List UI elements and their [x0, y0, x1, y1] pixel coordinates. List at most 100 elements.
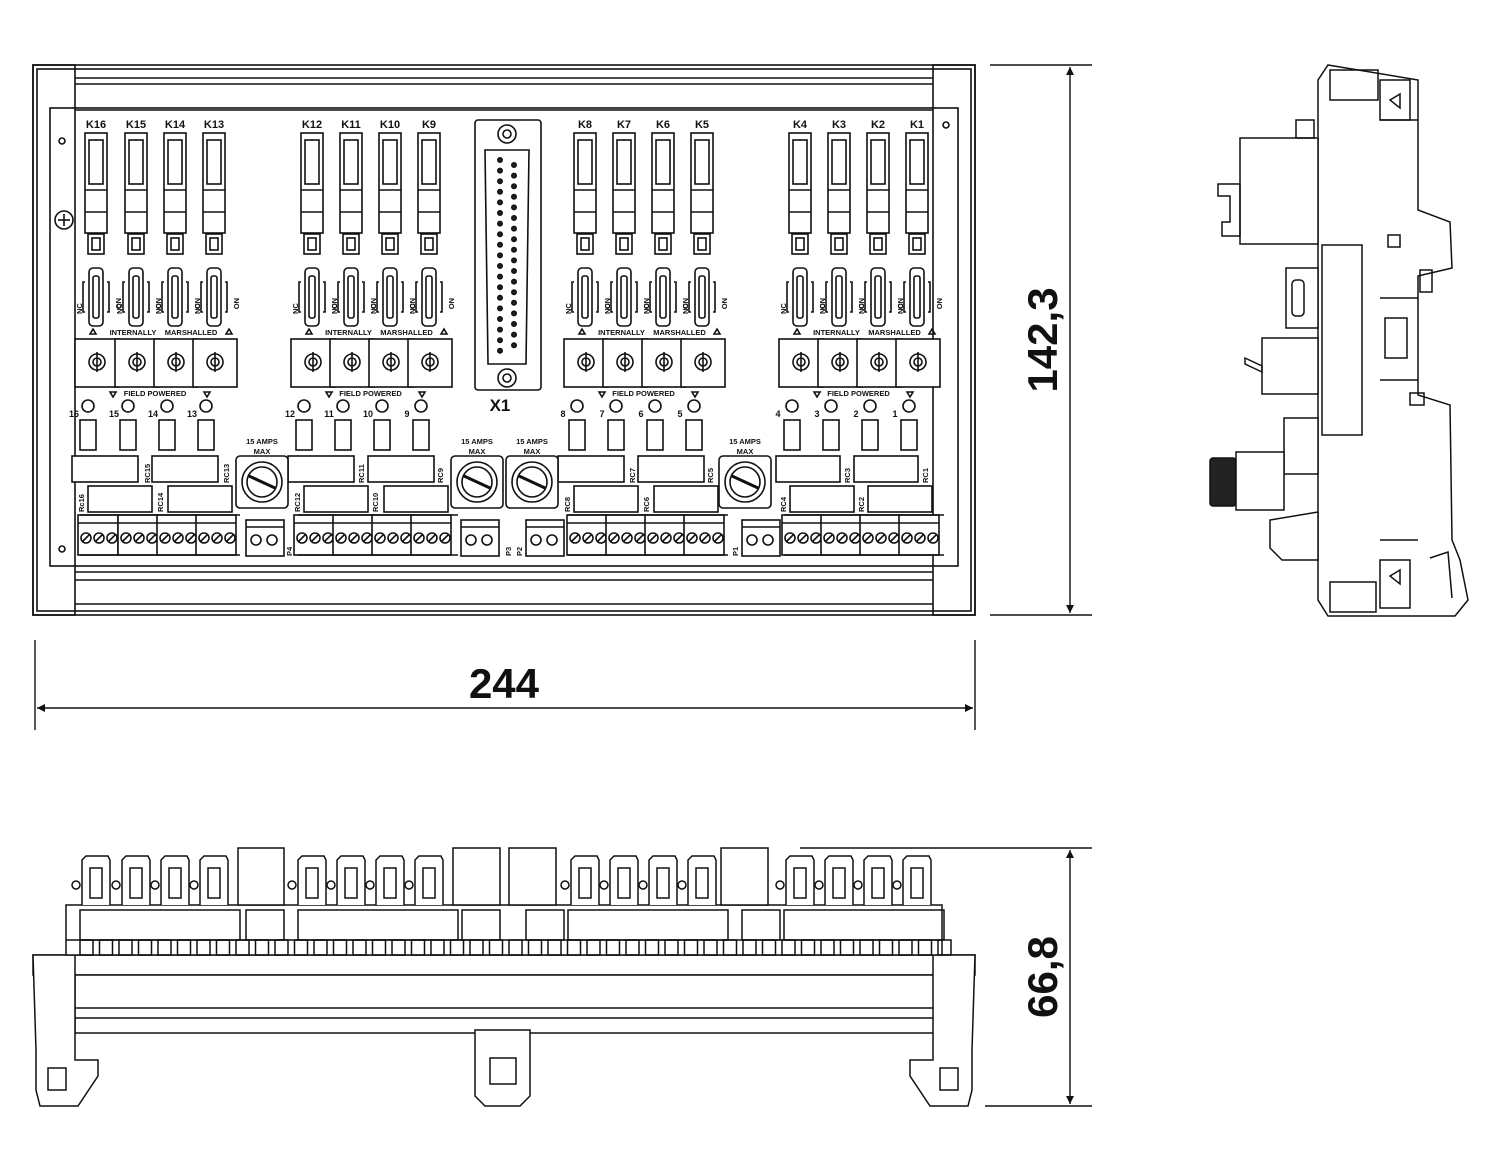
- relay-label: K15: [126, 119, 146, 131]
- relay-window: [792, 139, 808, 185]
- relay-window: [206, 139, 222, 185]
- connector-pin: [496, 305, 503, 312]
- field-powered-label: FIELD POWERED: [339, 389, 402, 398]
- drawing-line: [376, 534, 384, 542]
- connector-pin: [510, 331, 517, 338]
- test-point: [685, 419, 703, 451]
- status-led: [160, 399, 174, 413]
- drawing-line: [311, 534, 319, 542]
- down-arrow-icon: [324, 391, 334, 399]
- connector-pin: [510, 267, 517, 274]
- nc-label: NC: [779, 303, 788, 314]
- drawing-line: [324, 534, 332, 542]
- relay-label: K13: [204, 119, 224, 131]
- drawing-line: [649, 534, 657, 542]
- drawing-line: [688, 534, 696, 542]
- drawing-line: [246, 466, 278, 498]
- no-label: NO: [603, 298, 612, 309]
- channel-number: 8: [560, 409, 565, 419]
- screw-terminal: [530, 534, 542, 546]
- led-side: [853, 880, 863, 890]
- test-point: [861, 419, 879, 451]
- connector-pin: [510, 162, 517, 169]
- drawing-line: [636, 534, 644, 542]
- connector-pin: [496, 273, 503, 280]
- drawing-line: [95, 534, 103, 542]
- rc-resistor: [303, 485, 369, 513]
- relay-window: [909, 139, 925, 185]
- drawing-line: [346, 237, 356, 251]
- relay-side: [81, 855, 111, 905]
- rc-resistor: [573, 485, 639, 513]
- drawing-line: [913, 275, 921, 319]
- screw-terminal: [465, 534, 477, 546]
- test-point: [607, 419, 625, 451]
- relay-label: K10: [380, 119, 400, 131]
- down-arrow-icon: [202, 391, 212, 399]
- relay-label: K4: [793, 119, 808, 131]
- terminal-side: [245, 909, 285, 941]
- no-label: NO: [408, 298, 417, 309]
- status-led: [609, 399, 623, 413]
- channel-number: 2: [853, 409, 858, 419]
- connector-pin: [510, 299, 517, 306]
- depth-dimension-value: 66,8: [1019, 936, 1066, 1018]
- drawing-line: [620, 275, 628, 319]
- terminal-side: [297, 909, 459, 941]
- drawing-line: [890, 534, 898, 542]
- test-point: [197, 419, 215, 451]
- drawing-line: [441, 534, 449, 542]
- relay-side: [648, 855, 678, 905]
- status-led: [375, 399, 389, 413]
- connector-pin: [496, 178, 503, 185]
- drawing-line: [92, 275, 100, 319]
- drawing-line: [674, 281, 677, 313]
- drawing-line: [161, 281, 164, 313]
- relay-label: K9: [422, 119, 436, 131]
- drawing-line: [795, 237, 805, 251]
- fuse-side: [508, 847, 557, 906]
- side-relay: [1239, 137, 1319, 245]
- marshalled-label: MARSHALLED: [380, 328, 433, 337]
- drawing-line: [731, 474, 759, 490]
- rc-label: RC5: [706, 468, 715, 483]
- toggle-switch: [641, 338, 687, 388]
- marshalled-label: MARSHALLED: [868, 328, 921, 337]
- up-arrow-icon: [224, 327, 234, 335]
- channel-number: 4: [775, 409, 780, 419]
- connector-pin: [496, 294, 503, 301]
- relay-base: [908, 233, 926, 255]
- rc-label: Rc16: [77, 494, 86, 512]
- relay-body: [84, 132, 108, 234]
- no-label: NO: [935, 298, 944, 309]
- up-arrow-icon: [304, 327, 314, 335]
- no-label: NO: [114, 298, 123, 309]
- drawing-line: [834, 237, 844, 251]
- terminal-side: [79, 909, 241, 941]
- status-led: [824, 399, 838, 413]
- led-side: [287, 880, 297, 890]
- test-point: [822, 419, 840, 451]
- drawing-line: [874, 275, 882, 319]
- drawing-line: [713, 281, 716, 313]
- connector-pin: [496, 284, 503, 291]
- power-terminal: [245, 519, 285, 557]
- relay-body: [124, 132, 148, 234]
- drawing-line: [623, 534, 631, 542]
- relay-label: K2: [871, 119, 885, 131]
- drawing-line: [385, 237, 395, 251]
- nc-label: NC: [603, 303, 612, 314]
- terminal-tooth: [235, 939, 250, 956]
- field-powered-label: FIELD POWERED: [827, 389, 890, 398]
- fuse-side: [237, 847, 285, 906]
- channel-number: 7: [599, 409, 604, 419]
- relay-base: [791, 233, 809, 255]
- rc-label: RC13: [222, 464, 231, 483]
- relay-body: [339, 132, 363, 234]
- rc-resistor: [287, 455, 355, 483]
- down-arrow-icon: [905, 391, 915, 399]
- no-label: NO: [720, 298, 729, 309]
- relay-base: [654, 233, 672, 255]
- field-powered-label: FIELD POWERED: [124, 389, 187, 398]
